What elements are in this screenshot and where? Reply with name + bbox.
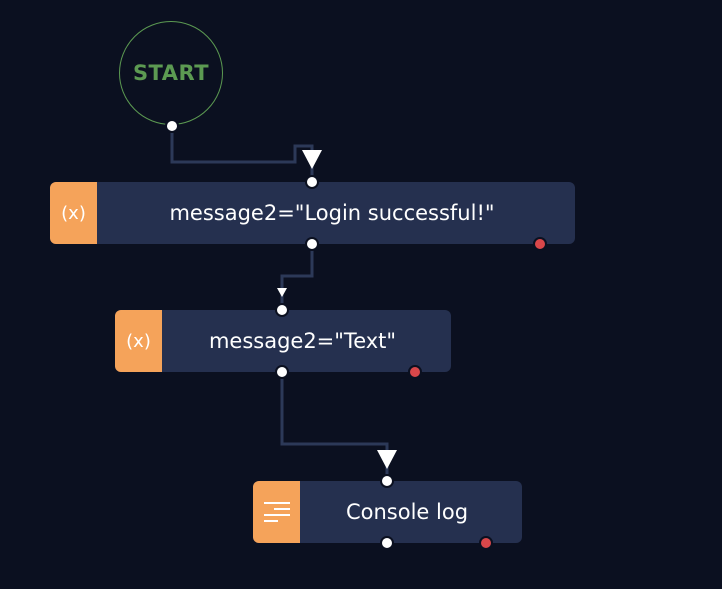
arrow-into-node2 bbox=[277, 288, 287, 297]
start-label: START bbox=[132, 61, 210, 85]
console-log-node[interactable]: Console log bbox=[253, 481, 522, 543]
start-output-port[interactable] bbox=[165, 119, 179, 133]
node-label: message2="Login successful!" bbox=[169, 201, 495, 225]
node3-error-port[interactable] bbox=[479, 536, 493, 550]
variable-icon: (x) bbox=[115, 310, 162, 372]
set-variable-node-text[interactable]: (x) message2="Text" bbox=[115, 310, 451, 372]
node2-output-port[interactable] bbox=[275, 365, 289, 379]
node3-input-port[interactable] bbox=[380, 474, 394, 488]
node2-input-port[interactable] bbox=[275, 303, 289, 317]
node3-output-port[interactable] bbox=[380, 536, 394, 550]
variable-icon: (x) bbox=[50, 182, 97, 244]
arrow-into-node1 bbox=[302, 150, 322, 169]
node-label: message2="Text" bbox=[208, 329, 397, 353]
node1-error-port[interactable] bbox=[533, 237, 547, 251]
arrow-into-node3 bbox=[377, 450, 397, 469]
set-variable-node-login[interactable]: (x) message2="Login successful!" bbox=[50, 182, 575, 244]
text-lines-icon bbox=[253, 481, 300, 543]
node2-error-port[interactable] bbox=[408, 365, 422, 379]
start-node[interactable]: START bbox=[119, 21, 223, 125]
node1-input-port[interactable] bbox=[305, 175, 319, 189]
node1-output-port[interactable] bbox=[305, 237, 319, 251]
node-label: Console log bbox=[345, 500, 469, 524]
